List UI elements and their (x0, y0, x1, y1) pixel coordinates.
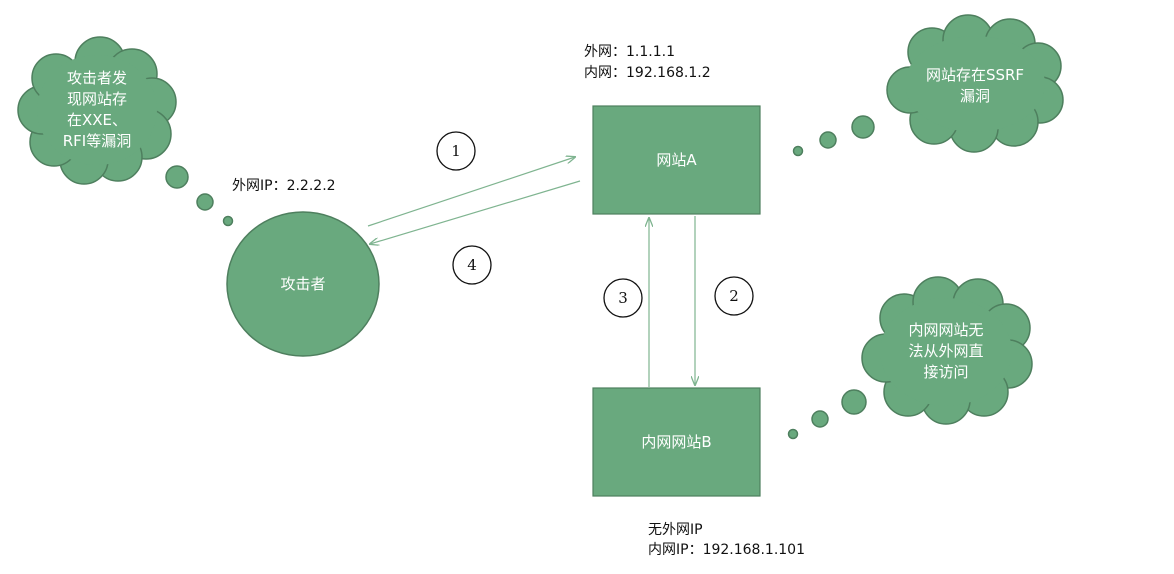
site-b-thought-line: 法从外网直 (908, 342, 984, 360)
step-label-4: 4 (467, 256, 477, 274)
site-a-thought-cloud (886, 14, 1064, 153)
attacker-thought-bubbles (165, 165, 234, 227)
arrow-4 (370, 180, 581, 244)
attacker-ip-text: 外网IP：2.2.2.2 (232, 178, 336, 194)
arrow-1 (367, 157, 575, 227)
step-label-3: 3 (618, 289, 628, 307)
attacker-label: 攻击者 (280, 274, 326, 293)
site-a-thought-line: 漏洞 (959, 87, 990, 105)
step-circle-4 (452, 245, 492, 285)
attacker-thought-line: 在XXE、 (66, 111, 128, 129)
site-a-thought-line: 网站存在SSRF (925, 66, 1025, 84)
attacker-thought-cloud (17, 36, 177, 185)
site-a-label: 网站A (656, 150, 697, 169)
attacker-node (226, 211, 380, 357)
site-b-thought-text: 内网网站无 法从外网直 接访问 (886, 320, 1006, 383)
step-circle-1 (436, 131, 476, 171)
attacker-thought-text: 攻击者发 现网站存 在XXE、 RFI等漏洞 (47, 68, 147, 152)
site-b-thought-bubbles (787, 389, 867, 440)
site-a-external-ip-text: 外网：1.1.1.1 (584, 44, 675, 60)
step-label-2: 2 (729, 287, 739, 305)
site-b-thought-line: 内网网站无 (908, 321, 984, 339)
site-a-internal-ip-text: 内网：192.168.1.2 (584, 65, 711, 81)
site-b-thought-cloud (861, 276, 1033, 425)
attacker-thought-line: 现网站存 (66, 90, 127, 108)
site-a-node (592, 105, 761, 215)
site-a-thought-text: 网站存在SSRF 漏洞 (900, 65, 1050, 107)
step-label-1: 1 (451, 142, 461, 160)
step-circle-2 (714, 276, 754, 316)
site-b-node (592, 387, 761, 497)
site-a-thought-bubbles (792, 115, 875, 157)
site-b-thought-line: 接访问 (923, 363, 969, 381)
site-b-label: 内网网站B (641, 432, 712, 451)
attacker-thought-line: 攻击者发 (66, 69, 127, 87)
site-b-internal-ip-text: 内网IP：192.168.1.101 (648, 542, 805, 558)
step-circle-3 (603, 278, 643, 318)
site-b-no-external-text: 无外网IP (648, 522, 703, 538)
attacker-thought-line: RFI等漏洞 (62, 132, 132, 150)
